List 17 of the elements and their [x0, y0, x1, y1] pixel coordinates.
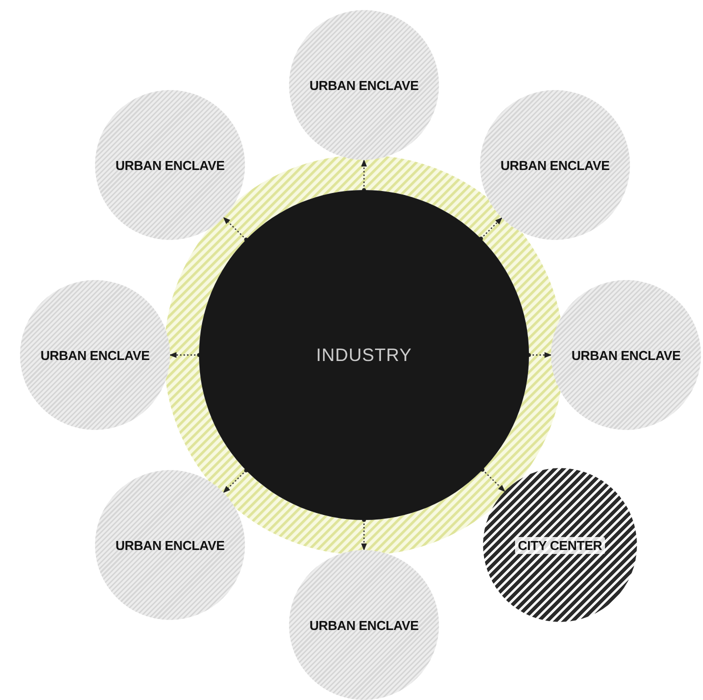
node-label: URBAN ENCLAVE [115, 158, 225, 172]
node-label: URBAN ENCLAVE [309, 78, 419, 92]
node-label: URBAN ENCLAVE [115, 538, 225, 552]
node-label: CITY CENTER [514, 536, 606, 554]
arrow [169, 352, 201, 358]
node-label: URBAN ENCLAVE [571, 348, 681, 362]
arrow [361, 159, 367, 192]
arrow [480, 468, 506, 492]
node-label: INDUSTRY [316, 344, 412, 366]
node-label: URBAN ENCLAVE [40, 348, 150, 362]
node-label: URBAN ENCLAVE [500, 158, 610, 172]
arrow [223, 217, 248, 242]
node-label: URBAN ENCLAVE [309, 618, 419, 632]
arrow [527, 352, 552, 358]
arrow [479, 217, 502, 241]
arrow [223, 468, 248, 493]
arrow [361, 518, 367, 551]
